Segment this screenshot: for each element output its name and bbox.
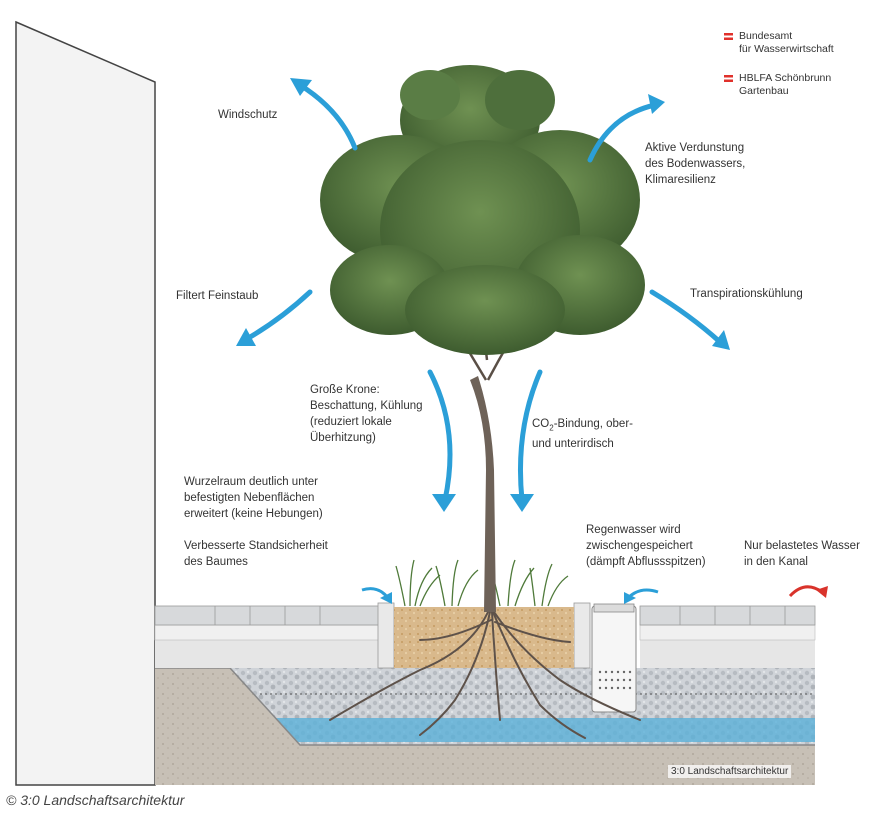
right-curb xyxy=(573,602,591,669)
co2-subscript: 2 xyxy=(549,423,554,433)
label-line: (dämpft Abflussspitzen) xyxy=(586,556,706,568)
blue-arrows xyxy=(242,82,723,503)
label-line: zwischengespeichert xyxy=(586,540,693,552)
label-line: Verbesserte Standsicherheit xyxy=(184,540,328,552)
label-co2: CO2-Bindung, ober- und unterirdisch xyxy=(532,416,633,452)
label-kanal: Nur belastetes Wasser in den Kanal xyxy=(744,538,860,570)
blue-arrow-icon xyxy=(649,289,723,345)
right-paving xyxy=(639,605,816,626)
label-wurzelraum: Wurzelraum deutlich unter befestigten Ne… xyxy=(184,474,323,522)
tree-trunk xyxy=(470,376,496,612)
flag-icon xyxy=(724,33,733,40)
logo-line1: Bundesamt xyxy=(739,30,793,42)
label-line: Beschattung, Kühlung xyxy=(310,400,423,412)
label-line: Regenwasser wird xyxy=(586,524,681,536)
blue-arrow-icon xyxy=(427,369,453,503)
left-paving xyxy=(154,605,381,626)
building-wall xyxy=(15,20,156,786)
co2-prefix: CO xyxy=(532,418,550,430)
logo-line2: Gartenbau xyxy=(739,85,789,97)
label-line: CO2-Bindung, ober- xyxy=(532,416,633,436)
flag-icon xyxy=(724,75,733,82)
label-krone: Große Krone: Beschattung, Kühlung (reduz… xyxy=(310,382,423,446)
label-line: Große Krone: xyxy=(310,384,380,396)
label-line: Überhitzung) xyxy=(310,432,376,444)
label-line: des Bodenwassers, xyxy=(645,158,746,170)
label-standsicherheit: Verbesserte Standsicherheit des Baumes xyxy=(184,538,328,570)
label-line: Nur belastetes Wasser xyxy=(744,540,860,552)
label-line: (reduziert lokale xyxy=(310,416,392,428)
right-base-course xyxy=(640,640,815,668)
inner-credit: 3:0 Landschaftsarchitektur xyxy=(668,765,792,778)
infiltration-shaft xyxy=(591,603,637,713)
label-line: Aktive Verdunstung xyxy=(645,142,745,154)
label-line: des Baumes xyxy=(184,556,248,568)
label-line: erweitert (keine Hebungen) xyxy=(184,508,323,520)
tree-roots xyxy=(329,611,641,739)
label-feinstaub: Filtert Feinstaub xyxy=(176,290,259,302)
label-line: Klimaresilienz xyxy=(645,174,716,186)
blue-arrow-icon xyxy=(242,289,313,343)
logo-line1: HBLFA Schönbrunn xyxy=(739,72,832,84)
image-caption: © 3:0 Landschaftsarchitektur xyxy=(6,792,185,808)
blue-arrow-icon xyxy=(587,102,658,163)
label-line: und unterirdisch xyxy=(532,438,614,451)
logo-bundesamt: Bundesamt für Wasserwirtschaft xyxy=(724,30,834,56)
logo-hblfa: HBLFA Schönbrunn Gartenbau xyxy=(724,72,831,98)
left-base-course xyxy=(155,640,380,668)
label-line: in den Kanal xyxy=(744,556,808,568)
blue-arrow-icon xyxy=(297,82,358,151)
left-curb xyxy=(377,602,395,669)
blue-arrow-icon xyxy=(518,369,543,503)
co2-suffix: -Bindung, ober- xyxy=(553,418,633,430)
logo-line2: für Wasserwirtschaft xyxy=(739,43,834,55)
water-storage-layer xyxy=(275,718,815,742)
ornamental-grasses xyxy=(395,559,569,607)
label-verdunstung: Aktive Verdunstung des Bodenwassers, Kli… xyxy=(645,140,745,188)
label-line: befestigten Nebenflächen xyxy=(184,492,315,504)
red-arrow-icon xyxy=(788,585,823,598)
label-line: Wurzelraum deutlich unter xyxy=(184,476,319,488)
label-transpiration: Transpirationskühlung xyxy=(690,288,803,300)
tree-crown xyxy=(320,65,645,355)
label-windschutz: Windschutz xyxy=(218,109,278,121)
label-regenwasser: Regenwasser wird zwischengespeichert (dä… xyxy=(586,522,706,570)
